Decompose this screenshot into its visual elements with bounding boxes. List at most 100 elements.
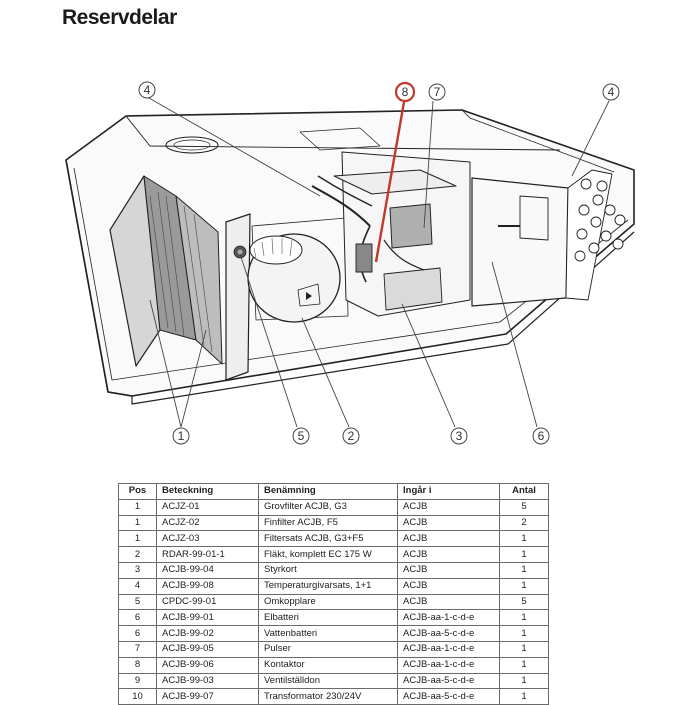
leader-lines — [148, 97, 610, 428]
cell-benamning: Finfilter ACJB, F5 — [258, 514, 398, 532]
cell-pos: 5 — [118, 593, 157, 611]
callout-2-circle — [342, 427, 360, 445]
header-antal: Antal — [499, 483, 549, 500]
cell-antal: 1 — [499, 577, 549, 595]
cell-pos: 3 — [118, 561, 157, 579]
callout-8-label: 8 — [402, 85, 409, 99]
table-row: 2 RDAR-99-01-1 Fläkt, komplett EC 175 W … — [118, 546, 549, 563]
cell-benamning: Temperaturgivarsats, 1+1 — [258, 577, 398, 595]
cell-pos: 1 — [118, 514, 157, 532]
callout-7-circle — [428, 83, 446, 101]
table-row: 1 ACJZ-02 Finfilter ACJB, F5 ACJB 2 — [118, 514, 549, 532]
callout-2-label: 2 — [348, 429, 355, 443]
cell-benamning: Pulser — [258, 640, 398, 658]
cell-pos: 9 — [118, 672, 157, 690]
cell-beteckning: ACJZ-01 — [156, 498, 259, 516]
cell-ingar-i: ACJB — [397, 530, 500, 548]
callout-3-circle — [450, 427, 468, 445]
cell-antal: 1 — [499, 656, 549, 674]
cell-benamning: Vattenbatteri — [258, 625, 398, 642]
callout-8-circle — [394, 81, 416, 103]
cell-antal: 1 — [499, 530, 549, 548]
cell-pos: 8 — [118, 656, 157, 674]
callout-4b-circle — [602, 83, 620, 101]
cell-antal: 1 — [499, 688, 549, 705]
cell-pos: 7 — [118, 640, 157, 658]
cell-pos: 2 — [118, 546, 157, 563]
fan-section — [225, 213, 349, 381]
filter-section — [109, 175, 223, 367]
cell-antal: 1 — [499, 625, 549, 642]
parts-table: Pos Beteckning Benämning Ingår i Antal 1… — [118, 483, 549, 705]
cell-antal: 1 — [499, 546, 549, 563]
callout-4a-label: 4 — [144, 83, 151, 97]
cell-ingar-i: ACJB — [397, 561, 500, 579]
perforated-plate — [574, 178, 626, 262]
table-row: 8 ACJB-99-06 Kontaktor ACJB-aa-1-c-d-e 1 — [118, 656, 549, 674]
cell-antal: 1 — [499, 609, 549, 627]
cell-ingar-i: ACJB-aa-1-c-d-e — [397, 656, 500, 674]
callout-6-circle — [532, 427, 550, 445]
cell-ingar-i: ACJB — [397, 498, 500, 516]
table-row: 1 ACJZ-01 Grovfilter ACJB, G3 ACJB 5 — [118, 498, 549, 516]
table-row: 10 ACJB-99-07 Transformator 230/24V ACJB… — [118, 688, 549, 705]
callout-7-label: 7 — [434, 85, 441, 99]
table-row: 6 ACJB-99-01 Elbatteri ACJB-aa-1-c-d-e 1 — [118, 609, 549, 627]
cell-benamning: Ventilställdon — [258, 672, 398, 690]
cell-beteckning: ACJB-99-02 — [156, 625, 259, 642]
cell-benamning: Omkopplare — [258, 593, 398, 611]
cell-beteckning: ACJB-99-08 — [156, 577, 259, 595]
cell-ingar-i: ACJB-aa-1-c-d-e — [397, 640, 500, 658]
cell-pos: 4 — [118, 577, 157, 595]
cell-benamning: Grovfilter ACJB, G3 — [258, 498, 398, 516]
cell-antal: 5 — [499, 498, 549, 516]
table-row: 1 ACJZ-03 Filtersats ACJB, G3+F5 ACJB 1 — [118, 530, 549, 548]
cell-antal: 5 — [499, 593, 549, 611]
cell-ingar-i: ACJB-aa-5-c-d-e — [397, 625, 500, 642]
table-row: 5 CPDC-99-01 Omkopplare ACJB 5 — [118, 593, 549, 611]
cell-pos: 10 — [118, 688, 157, 705]
cell-benamning: Filtersats ACJB, G3+F5 — [258, 530, 398, 548]
cell-ingar-i: ACJB — [397, 577, 500, 595]
cell-benamning: Fläkt, komplett EC 175 W — [258, 546, 398, 563]
callout-5-label: 5 — [298, 429, 305, 443]
cell-benamning: Kontaktor — [258, 656, 398, 674]
table-row: 9 ACJB-99-03 Ventilställdon ACJB-aa-5-c-… — [118, 672, 549, 690]
cell-pos: 6 — [118, 609, 157, 627]
table-row: 4 ACJB-99-08 Temperaturgivarsats, 1+1 AC… — [118, 577, 549, 595]
cell-antal: 1 — [499, 672, 549, 690]
page-title: Reservdelar — [62, 6, 177, 29]
cell-beteckning: RDAR-99-01-1 — [156, 546, 259, 563]
cell-pos: 6 — [118, 625, 157, 642]
table-row: 7 ACJB-99-05 Pulser ACJB-aa-1-c-d-e 1 — [118, 640, 549, 658]
cell-beteckning: ACJB-99-04 — [156, 561, 259, 579]
callout-6-label: 6 — [538, 429, 545, 443]
control-section — [311, 151, 471, 317]
cell-pos: 1 — [118, 530, 157, 548]
cell-beteckning: ACJB-99-06 — [156, 656, 259, 674]
callout-4a-circle — [138, 81, 156, 99]
callout-3-label: 3 — [456, 429, 463, 443]
header-pos: Pos — [118, 483, 157, 500]
cell-benamning: Styrkort — [258, 561, 398, 579]
cell-ingar-i: ACJB — [397, 514, 500, 532]
unit-diagram: 4 8 7 4 1 5 2 3 6 — [65, 81, 635, 445]
cell-antal: 2 — [499, 514, 549, 532]
cell-antal: 1 — [499, 640, 549, 658]
cell-pos: 1 — [118, 498, 157, 516]
table-header-row: Pos Beteckning Benämning Ingår i Antal — [118, 483, 549, 500]
cell-ingar-i: ACJB-aa-5-c-d-e — [397, 688, 500, 705]
cell-benamning: Elbatteri — [258, 609, 398, 627]
cell-ingar-i: ACJB-aa-5-c-d-e — [397, 672, 500, 690]
cell-beteckning: ACJB-99-03 — [156, 672, 259, 690]
cell-beteckning: ACJB-99-01 — [156, 609, 259, 627]
table-row: 3 ACJB-99-04 Styrkort ACJB 1 — [118, 561, 549, 579]
table-row: 6 ACJB-99-02 Vattenbatteri ACJB-aa-5-c-d… — [118, 625, 549, 642]
cell-ingar-i: ACJB-aa-1-c-d-e — [397, 609, 500, 627]
cell-benamning: Transformator 230/24V — [258, 688, 398, 705]
callout-1-label: 1 — [178, 429, 185, 443]
header-beteckning: Beteckning — [156, 483, 259, 500]
cell-ingar-i: ACJB — [397, 593, 500, 611]
callout-8-leader — [374, 101, 406, 263]
cell-beteckning: ACJB-99-05 — [156, 640, 259, 658]
